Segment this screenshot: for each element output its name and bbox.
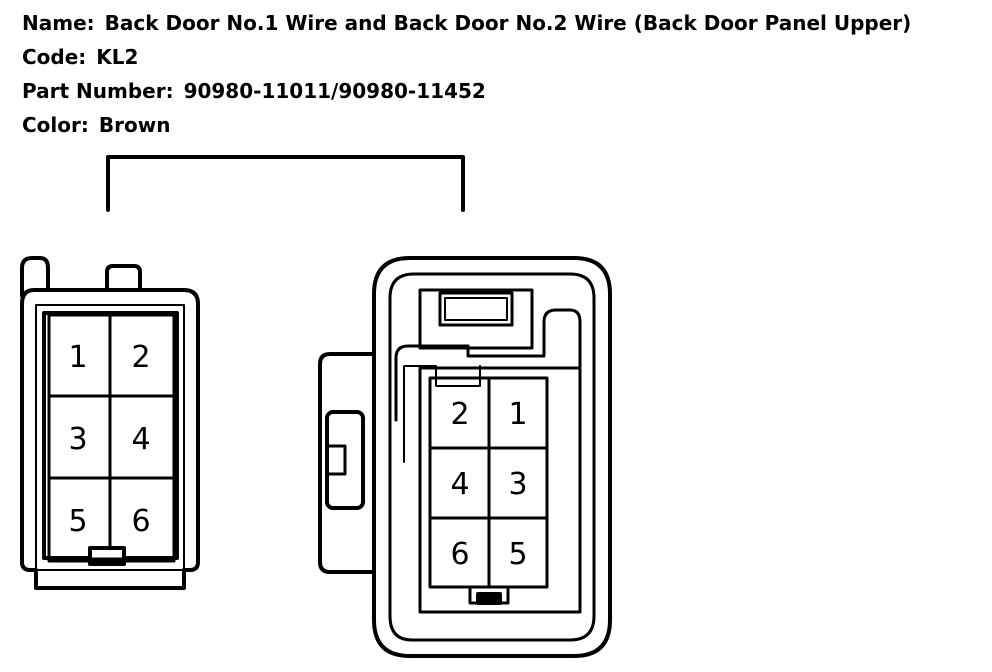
right-connector-lock-tab-bar xyxy=(476,592,502,605)
name-value: Back Door No.1 Wire and Back Door No.2 W… xyxy=(104,11,912,35)
left-connector: 1 2 3 4 5 6 xyxy=(20,256,200,590)
right-connector-inner-wall xyxy=(388,272,596,642)
right-pin-label: 2 xyxy=(450,397,469,432)
right-pin-label: 5 xyxy=(508,537,527,572)
right-connector: 2 1 4 3 6 5 xyxy=(318,256,612,658)
color-value: Brown xyxy=(98,113,171,137)
right-pin-label: 1 xyxy=(508,397,527,432)
left-pin-label: 5 xyxy=(68,504,87,539)
left-pin-label: 6 xyxy=(131,504,150,539)
color-label: Color: xyxy=(22,113,89,137)
left-connector-inner-outline xyxy=(35,304,185,571)
right-connector-top-lock xyxy=(418,288,534,350)
right-connector-side-latch-window xyxy=(325,410,365,510)
connector-info: Name: Back Door No.1 Wire and Back Door … xyxy=(22,6,911,142)
code-label: Code: xyxy=(22,45,87,69)
left-pin-label: 4 xyxy=(131,422,150,457)
right-connector-top-lock-slot-inner xyxy=(444,297,508,321)
left-pin-label: 3 xyxy=(68,422,87,457)
part-number-label: Part Number: xyxy=(22,79,174,103)
right-pin-label: 3 xyxy=(508,467,527,502)
right-connector-cavity-frame xyxy=(418,366,582,614)
right-connector-key-step xyxy=(394,308,582,422)
name-label: Name: xyxy=(22,11,95,35)
code-value: KL2 xyxy=(96,45,139,69)
color-row: Color: Brown xyxy=(22,108,911,142)
code-row: Code: KL2 xyxy=(22,40,911,74)
right-pin-label: 4 xyxy=(450,467,469,502)
right-connector-side-latch-notch xyxy=(325,444,347,476)
part-number-row: Part Number: 90980-11011/90980-11452 xyxy=(22,74,911,108)
right-connector-housing xyxy=(372,256,612,658)
mating-bracket xyxy=(106,155,465,212)
right-connector-key-step-inner xyxy=(403,365,481,463)
right-connector-side-latch xyxy=(318,352,376,574)
part-number-value: 90980-11011/90980-11452 xyxy=(183,79,486,103)
right-connector-top-lock-slot xyxy=(438,291,514,327)
left-pin-label: 2 xyxy=(131,340,150,375)
left-connector-latch-post xyxy=(20,256,50,298)
name-row: Name: Back Door No.1 Wire and Back Door … xyxy=(22,6,911,40)
right-pin-label: 6 xyxy=(450,537,469,572)
left-connector-housing xyxy=(20,288,200,590)
left-connector-top-tab xyxy=(105,264,142,292)
left-pin-label: 1 xyxy=(68,340,87,375)
